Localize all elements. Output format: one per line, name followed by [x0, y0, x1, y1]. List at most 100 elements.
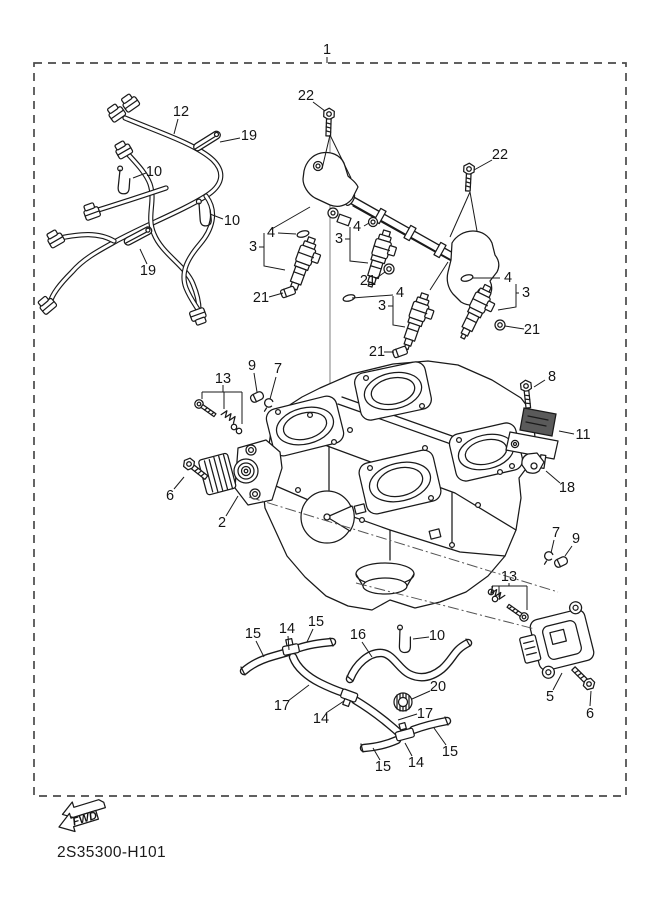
leader-line [550, 539, 555, 554]
plug-9 [248, 390, 266, 404]
callout-5: 5 [546, 689, 554, 705]
washer-13 [230, 423, 238, 431]
callout-10: 10 [224, 213, 240, 229]
leader-line [363, 222, 370, 227]
vacuum-hoses [239, 624, 473, 753]
leader-line [404, 742, 413, 757]
callout-21: 21 [253, 290, 269, 306]
harness-clamp-19 [191, 129, 223, 153]
callout-19: 19 [140, 263, 156, 279]
bracket-line [469, 191, 478, 232]
leader-line [287, 635, 290, 651]
leader-line [351, 294, 394, 299]
rail-bracket-left [302, 151, 359, 207]
throttle-pulley [300, 490, 355, 544]
leader-line [173, 476, 185, 490]
callout-6: 6 [586, 706, 594, 722]
assembly-boundary-frame [33, 62, 627, 797]
leader-line [132, 172, 147, 179]
callout-4: 4 [396, 285, 404, 301]
leader-line [312, 101, 326, 112]
callout-19: 19 [241, 128, 257, 144]
callout-10: 10 [146, 164, 162, 180]
callout-10: 10 [429, 628, 445, 644]
callout-15: 15 [308, 614, 324, 630]
bracket-line [329, 134, 352, 179]
leader-line [139, 248, 148, 265]
leader-line [388, 305, 406, 328]
callout-7: 7 [274, 361, 282, 377]
bolt-22 [462, 162, 476, 192]
leader-line [372, 747, 381, 761]
callout-8: 8 [548, 369, 556, 385]
leader-line [253, 372, 258, 393]
hose-joint-14 [394, 722, 415, 742]
callout-4: 4 [267, 225, 275, 241]
callout-7: 7 [552, 525, 560, 541]
hose-joint-14 [340, 688, 359, 708]
leader-line [219, 137, 241, 143]
leader-line [361, 641, 373, 658]
leader-line [412, 636, 430, 640]
callout-21: 21 [360, 273, 376, 289]
leader-line [225, 495, 239, 517]
hose-joint-14 [281, 637, 300, 656]
leader-line [325, 700, 345, 714]
sub-wire-harness [35, 91, 224, 328]
callout-1: 1 [323, 42, 331, 58]
leader-line [255, 640, 265, 658]
leader-line [269, 376, 277, 400]
bracket-line [449, 191, 471, 238]
callout-15: 15 [442, 744, 458, 760]
bracket-line [429, 261, 449, 291]
callout-21: 21 [369, 344, 385, 360]
construction-line [355, 582, 536, 630]
construction-line [248, 496, 559, 593]
throttle-body [243, 360, 536, 611]
leader-line [497, 292, 519, 311]
callout-14: 14 [279, 621, 295, 637]
callout-3: 3 [378, 298, 386, 314]
throttle-position-sensor-2 [180, 397, 283, 506]
callout-16: 16 [350, 627, 366, 643]
leader-line [533, 379, 546, 388]
intake-bore [354, 361, 432, 421]
intake-sensor-11 [505, 379, 559, 469]
callout-14: 14 [408, 755, 424, 771]
leader-line [173, 118, 179, 135]
callout-3: 3 [522, 285, 530, 301]
leader-line [411, 690, 431, 700]
bracket-line [269, 206, 311, 231]
callout-20: 20 [430, 679, 446, 695]
injector-washer-4 [460, 274, 474, 282]
injector-washer-4 [342, 294, 356, 302]
washer-13 [235, 427, 243, 435]
leader-line [259, 246, 286, 271]
callout-22: 22 [298, 88, 314, 104]
bore-funnel [355, 562, 415, 595]
intake-bore [358, 449, 442, 515]
callout-4: 4 [504, 270, 512, 286]
part-code: 2S35300-H101 [57, 844, 166, 861]
plug-9 [552, 555, 570, 569]
callout-11: 11 [575, 427, 590, 443]
leader-line [268, 292, 284, 298]
fwd-arrow-icon: FWD [58, 799, 106, 833]
callout-21: 21 [524, 322, 540, 338]
injector-seal-21 [279, 285, 297, 299]
callout-9: 9 [572, 531, 580, 547]
callout-14: 14 [313, 711, 329, 727]
leader-line [564, 545, 573, 557]
leader-line [504, 325, 525, 330]
spring-13 [220, 408, 238, 424]
leader-line [589, 690, 592, 707]
callout-3: 3 [335, 231, 343, 247]
leader-line [433, 727, 447, 746]
callout-17: 17 [417, 706, 433, 722]
leader-line [374, 271, 386, 280]
leader-line [345, 238, 369, 264]
injector-seal-21 [391, 345, 409, 359]
callout-15: 15 [375, 759, 391, 775]
